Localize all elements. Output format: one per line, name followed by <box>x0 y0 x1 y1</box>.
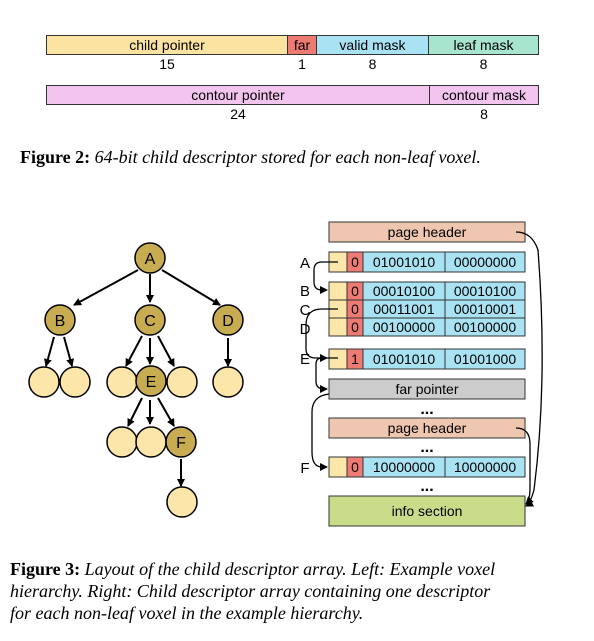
ellipsis-3: ... <box>420 478 433 495</box>
leaf-node <box>166 366 198 398</box>
bits-far: 1 <box>298 56 306 72</box>
field-contour-pointer: contour pointer <box>46 85 430 105</box>
svg-text:00010001: 00010001 <box>454 301 517 317</box>
row-label-b: B <box>300 283 310 300</box>
node-a-label: A <box>145 251 156 268</box>
svg-text:00100000: 00100000 <box>454 319 517 335</box>
svg-text:0: 0 <box>351 283 359 299</box>
descriptor-row-c: 0 00011001 00010001 <box>328 299 526 319</box>
info-section-label: info section <box>392 503 463 519</box>
figure-2-caption-text: 64-bit child descriptor stored for each … <box>94 147 481 167</box>
descriptor-row-e: 1 01001010 01001000 <box>328 348 526 370</box>
descriptor-row-b: 0 00010100 00010100 <box>328 281 526 301</box>
far-pointer-box <box>328 378 526 400</box>
svg-text:0: 0 <box>351 301 359 317</box>
figure-3-caption: Figure 3: Layout of the child descriptor… <box>10 558 590 624</box>
descriptor-row-d: 0 00100000 00100000 <box>328 317 526 337</box>
svg-text:00010100: 00010100 <box>454 283 517 299</box>
info-section-box <box>328 495 526 527</box>
svg-text:0: 0 <box>351 459 359 475</box>
bits-contour-mask: 8 <box>480 106 488 122</box>
field-valid-mask: valid mask <box>316 35 429 55</box>
page-header-2-label: page header <box>388 420 467 436</box>
svg-text:0: 0 <box>351 254 359 270</box>
leaf-node <box>106 426 138 458</box>
node-f-label: F <box>176 435 186 452</box>
row-label-d: D <box>300 321 311 338</box>
figure-3-caption-text-2: hierarchy. Right: Child descriptor array… <box>10 581 491 601</box>
svg-text:00000000: 00000000 <box>454 254 517 270</box>
node-e <box>135 365 167 397</box>
field-child-pointer: child pointer <box>46 35 288 55</box>
svg-text:0: 0 <box>351 319 359 335</box>
descriptor-row-a: 0 01001010 00000000 <box>328 251 526 273</box>
field-contour-mask: contour mask <box>429 85 539 105</box>
bits-child-pointer: 15 <box>159 56 175 72</box>
figure-3-caption-label: Figure 3: <box>10 559 81 579</box>
bits-leaf-mask: 8 <box>479 56 488 72</box>
node-c <box>134 304 166 336</box>
row-label-f: F <box>300 460 309 477</box>
descriptor-row-f: 0 10000000 10000000 <box>328 456 526 478</box>
leaf-node <box>59 366 91 398</box>
edge-b-leaf2 <box>63 336 74 367</box>
figure-3-diagram: A B C D E F page header 0 01001010 00000… <box>28 221 543 527</box>
field-far: far <box>287 35 317 55</box>
tree-edges <box>44 269 232 487</box>
figure-3-caption-line2: hierarchy. Right: Child descriptor array… <box>10 580 590 602</box>
node-d-label: D <box>222 313 234 330</box>
figure-3-caption-text-3: for each non-leaf voxel in the example h… <box>10 603 364 623</box>
figure-3-caption-line1: Figure 3: Layout of the child descriptor… <box>10 558 590 580</box>
bits-valid-mask: 8 <box>368 56 377 72</box>
leaf-node <box>212 366 244 398</box>
node-f <box>165 426 197 458</box>
node-a <box>134 242 166 274</box>
page-header-1-label: page header <box>388 224 467 240</box>
leaf-node <box>28 366 60 398</box>
edge-a-b <box>73 269 139 306</box>
edge-b-leaf1 <box>44 336 55 367</box>
node-b-label: B <box>55 313 66 330</box>
child-pointer-arrows <box>305 261 338 471</box>
row-label-e: E <box>300 351 310 368</box>
info-pointer-arrows <box>515 231 543 507</box>
svg-text:10000000: 10000000 <box>454 459 517 475</box>
far-pointer-label: far pointer <box>395 381 458 397</box>
ellipsis-1: ... <box>420 401 433 418</box>
node-e-label: E <box>146 374 157 391</box>
ellipsis-2: ... <box>420 439 433 456</box>
bits-contour-pointer: 24 <box>230 106 246 122</box>
svg-text:00100000: 00100000 <box>373 319 436 335</box>
leaf-node <box>106 366 138 398</box>
svg-text:01001010: 01001010 <box>373 254 436 270</box>
node-c-label: C <box>144 313 156 330</box>
page-header-2 <box>328 417 526 439</box>
svg-text:1: 1 <box>351 351 359 367</box>
row-label-a: A <box>300 255 310 272</box>
edge-a-d <box>161 269 221 306</box>
svg-text:10000000: 10000000 <box>373 459 436 475</box>
field-leaf-mask: leaf mask <box>428 35 539 55</box>
svg-text:00010100: 00010100 <box>373 283 436 299</box>
node-b <box>44 304 76 336</box>
edge-c-leaf1 <box>125 335 143 367</box>
figure-3-caption-line3: for each non-leaf voxel in the example h… <box>10 602 590 624</box>
figure-3-caption-text-1: Layout of the child descriptor array. Le… <box>84 559 496 579</box>
svg-text:01001010: 01001010 <box>373 351 436 367</box>
figure-2-caption-label: Figure 2: <box>20 147 91 167</box>
row-label-c: C <box>300 302 311 319</box>
page-header-1 <box>328 221 526 243</box>
svg-text:00011001: 00011001 <box>373 301 434 317</box>
leaf-node <box>166 486 198 518</box>
figure-2-caption: Figure 2: 64-bit child descriptor stored… <box>20 146 580 168</box>
node-d <box>212 304 244 336</box>
leaf-node <box>135 426 167 458</box>
svg-text:01001000: 01001000 <box>454 351 517 367</box>
edge-c-leaf2 <box>157 335 175 367</box>
edge-e-f <box>157 397 175 427</box>
edge-e-leaf1 <box>127 397 143 427</box>
